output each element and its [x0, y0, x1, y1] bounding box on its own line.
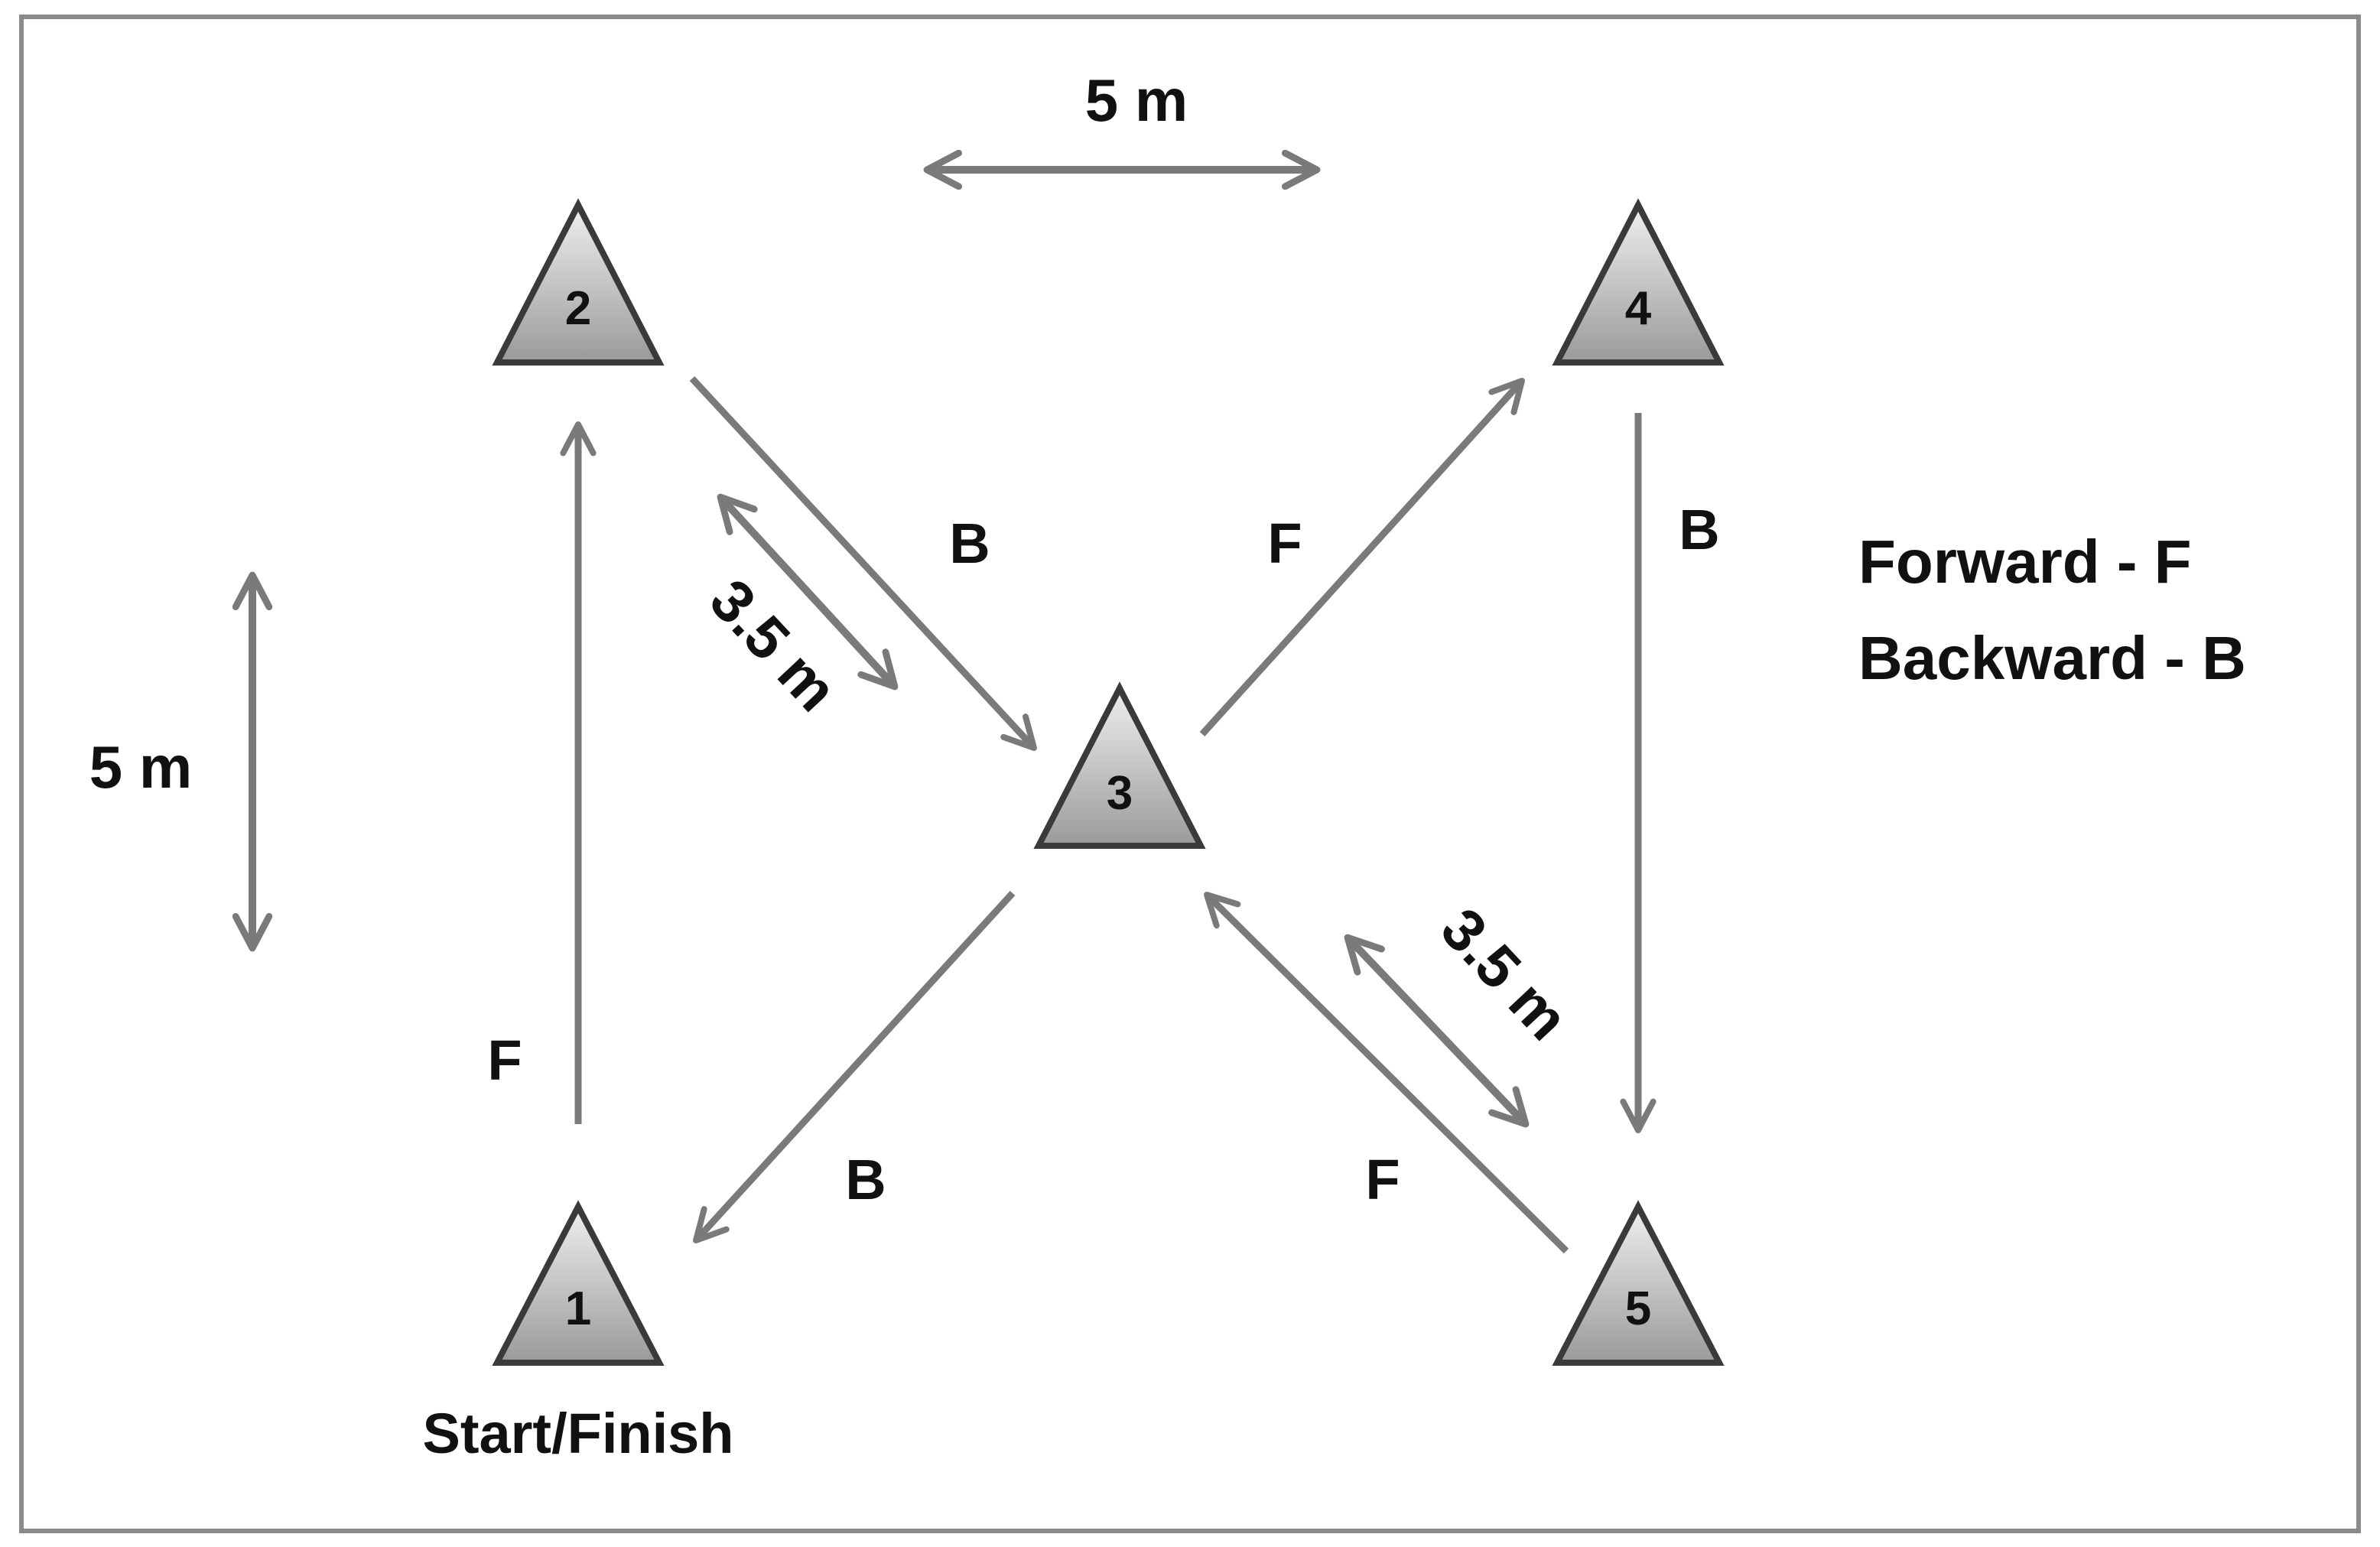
arrow-3-to-1	[696, 890, 1016, 1240]
cone-2-triangle	[492, 198, 665, 366]
label-path-3-to-1: B	[845, 1148, 886, 1211]
dimension-arrow-diag-upper	[720, 497, 895, 687]
cone-3-triangle	[1033, 681, 1206, 849]
label-path-5-to-3: F	[1365, 1148, 1400, 1211]
cone-3: 3	[1033, 681, 1206, 849]
legend-forward: Forward - F	[1858, 528, 2192, 596]
diagram-border	[19, 15, 2361, 1533]
cone-5-triangle	[1552, 1200, 1725, 1366]
cone-1-number: 1	[565, 1282, 591, 1335]
legend: Forward - F Backward - B	[1858, 528, 2246, 692]
legend-backward: Backward - B	[1858, 624, 2246, 692]
cone-5-number: 5	[1625, 1282, 1651, 1335]
label-path-4-to-5: B	[1679, 498, 1719, 561]
cone-4-number: 4	[1625, 282, 1652, 335]
label-path-2-to-3: B	[949, 512, 990, 575]
label-path-3-to-4: F	[1267, 512, 1302, 575]
arrow-3-to-4	[1199, 381, 1522, 737]
cone-3-number: 3	[1107, 767, 1133, 820]
cone-2: 2	[492, 198, 665, 366]
label-path-1-to-2: F	[487, 1029, 522, 1092]
cone-2-number: 2	[565, 282, 591, 335]
dimension-arrow-diag-lower	[1348, 938, 1526, 1124]
cone-5: 5	[1552, 1200, 1725, 1366]
dimension-label-left: 5 m	[89, 733, 192, 801]
cone-1: 1	[492, 1200, 665, 1366]
cone-4-triangle	[1552, 198, 1725, 366]
dimension-label-top: 5 m	[1085, 67, 1188, 134]
start-finish-label: Start/Finish	[422, 1402, 733, 1465]
cone-4: 4	[1552, 198, 1725, 366]
cone-1-triangle	[492, 1200, 665, 1366]
